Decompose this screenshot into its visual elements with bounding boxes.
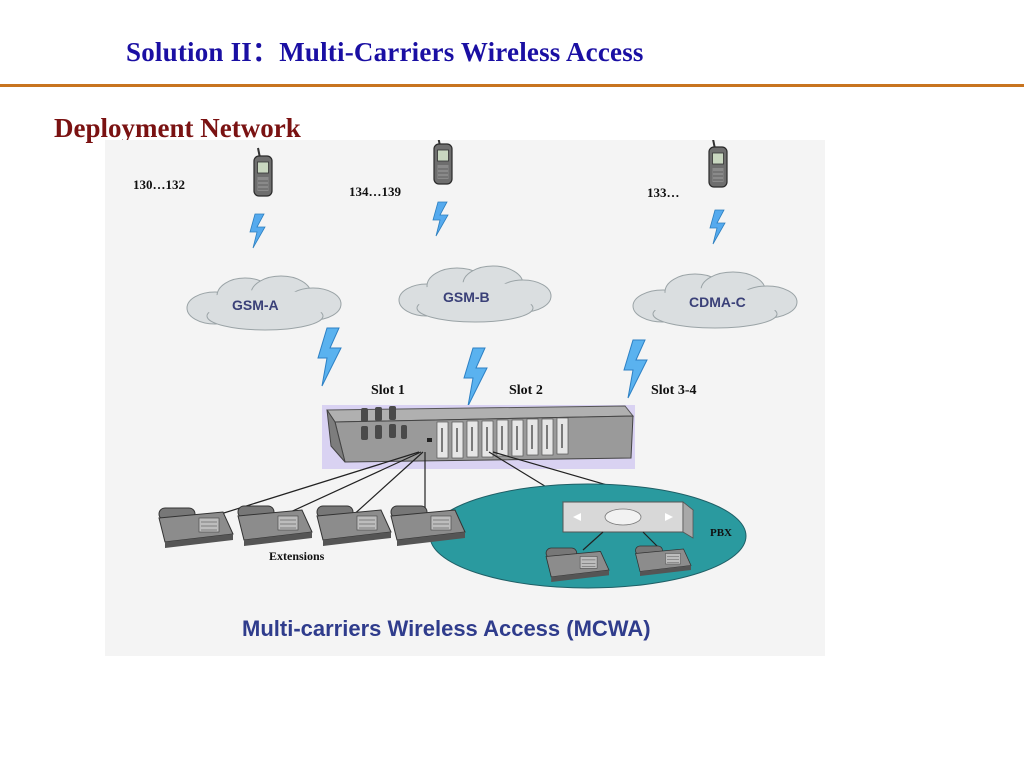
mobile-phone-icon [433,135,453,185]
lightning-icon [432,201,449,237]
mobile-phone-icon [708,138,728,188]
desk-phone-icon [316,505,392,547]
phone-number-label: 134…139 [349,184,402,199]
network-label-gsm-a: GSM-A [232,297,279,313]
diagram-caption: Multi-carriers Wireless Access (MCWA) [242,616,651,641]
network-label-gsm-b: GSM-B [443,289,490,305]
cloud-icon [186,275,342,331]
desk-phone-icon [158,507,234,549]
phone-number-label: 130…132 [133,177,185,192]
network-diagram: 130…132 134…139 133… GSM-A GSM-B [105,135,825,656]
cloud-icon [632,271,798,329]
slide-title: Solution II：Multi-Carriers Wireless Acce… [126,37,644,67]
lightning-icon [463,347,488,407]
extensions-label: Extensions [269,549,325,563]
cloud-icon [398,265,552,323]
pbx-switch-icon [561,501,695,539]
slide-subtitle: Deployment Network [54,113,301,143]
slot-label: Slot 1 [371,383,405,398]
lightning-icon [709,209,726,245]
pbx-label: PBX [710,527,732,539]
slot-label: Slot 3-4 [651,383,697,398]
desk-phone-icon [237,505,313,547]
gateway-chassis-icon [322,405,635,469]
lightning-icon [623,339,648,399]
mobile-phone-icon [253,147,273,197]
extension-wires [194,451,426,523]
slot-label: Slot 2 [509,383,543,398]
phone-number-label: 133… [647,185,680,200]
lightning-icon [317,327,342,387]
network-label-cdma-c: CDMA-C [689,294,746,310]
title-divider [0,84,1024,87]
lightning-icon [249,213,266,249]
